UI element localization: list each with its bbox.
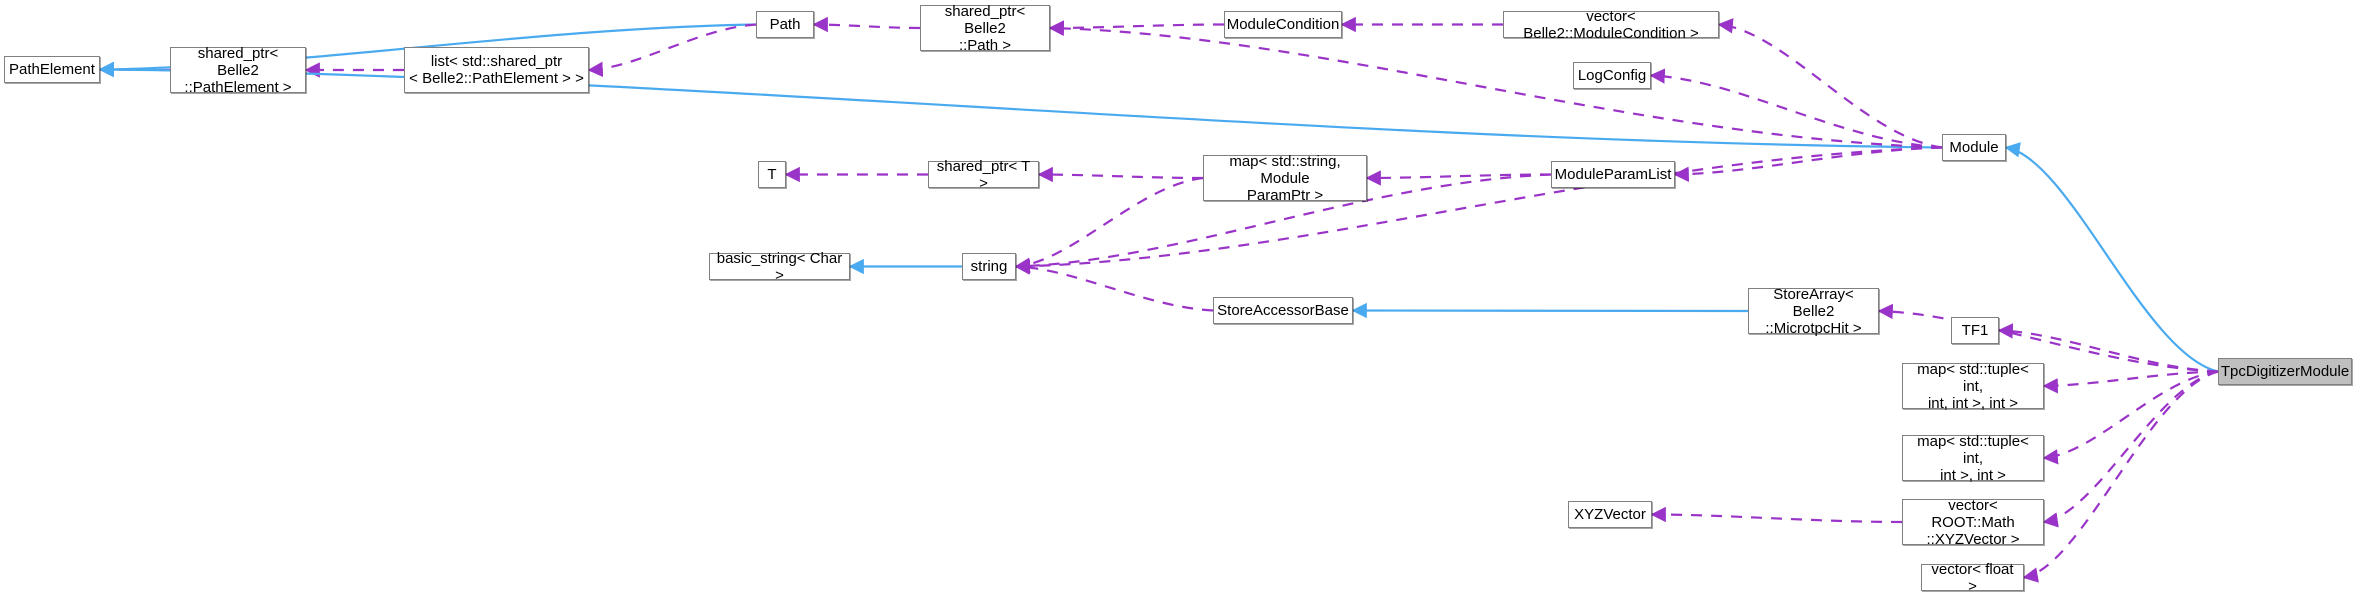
node-tf1[interactable]: TF1 [1951,317,1999,344]
node-storeaccessorbase[interactable]: StoreAccessorBase [1213,297,1353,324]
edge-tpcdigitizer-to-vec_float [2022,370,2219,583]
edge-vec_xyz-to-xyzvector [1650,506,1903,524]
node-moduleparamlist[interactable]: ModuleParamList [1551,161,1675,188]
node-path[interactable]: Path [756,11,814,38]
node-sp_t[interactable]: shared_ptr< T > [928,158,1039,192]
node-vec_float[interactable]: vector< float > [1921,561,2024,595]
edge-module-to-logconfig [1649,68,1943,149]
node-sp_path[interactable]: shared_ptr< Belle2 ::Path > [920,3,1050,54]
node-basic_string[interactable]: basic_string< Char > [709,250,850,284]
edge-storeaccessorbase-to-string [1014,259,1214,312]
edge-tpcdigitizer-to-map_tuple2 [2042,370,2219,465]
edge-moduleparamlist-to-map_modparam [1365,170,1552,186]
node-list_sp_pe[interactable]: list< std::shared_ptr < Belle2::PathElem… [404,47,589,93]
node-string[interactable]: string [962,253,1016,280]
edge-map_modparam-to-sp_t [1037,166,1204,183]
edge-storearray_hit-to-storeaccessorbase [1351,302,1749,319]
node-tpcdigitizer[interactable]: TpcDigitizerModule [2218,358,2352,385]
edge-sp_pathelement-to-pathelement [98,61,171,78]
edge-sp_path-to-path [812,16,921,33]
node-sp_pathelement[interactable]: shared_ptr< Belle2 ::PathElement > [170,45,306,96]
node-vec_xyz[interactable]: vector< ROOT::Math ::XYZVector > [1902,497,2044,548]
edge-module-to-vec_modcond [1717,18,1943,149]
node-logconfig[interactable]: LogConfig [1573,62,1651,89]
node-t[interactable]: T [758,161,786,188]
node-modulecondition[interactable]: ModuleCondition [1224,11,1342,38]
node-map_tuple2[interactable]: map< std::tuple< int, int >, int > [1902,433,2044,484]
edge-module-to-sp_path [1048,20,1943,149]
edge-module-to-moduleparamlist [1673,146,1943,182]
edge-map_modparam-to-string [1014,176,1204,274]
edge-modulecondition-to-sp_path [1048,20,1225,36]
edge-tpcdigitizer-to-module [2004,142,2219,373]
edge-module-to-pathelement [98,61,1943,149]
edge-module-to-string [1014,146,1943,274]
edge-tpcdigitizer-to-map_tuple3 [2042,370,2219,394]
node-pathelement[interactable]: PathElement [4,56,100,83]
node-vec_modcond[interactable]: vector< Belle2::ModuleCondition > [1503,8,1719,42]
node-map_modparam[interactable]: map< std::string, Module ParamPtr > [1203,153,1367,204]
node-storearray_hit[interactable]: StoreArray< Belle2 ::MicrotpcHit > [1748,286,1879,337]
edge-path-to-list_sp_pe [587,23,757,78]
node-map_tuple3[interactable]: map< std::tuple< int, int, int >, int > [1902,361,2044,412]
node-module[interactable]: Module [1942,134,2006,161]
node-xyzvector[interactable]: XYZVector [1568,501,1652,528]
edge-tpcdigitizer-to-vec_xyz [2042,370,2219,528]
